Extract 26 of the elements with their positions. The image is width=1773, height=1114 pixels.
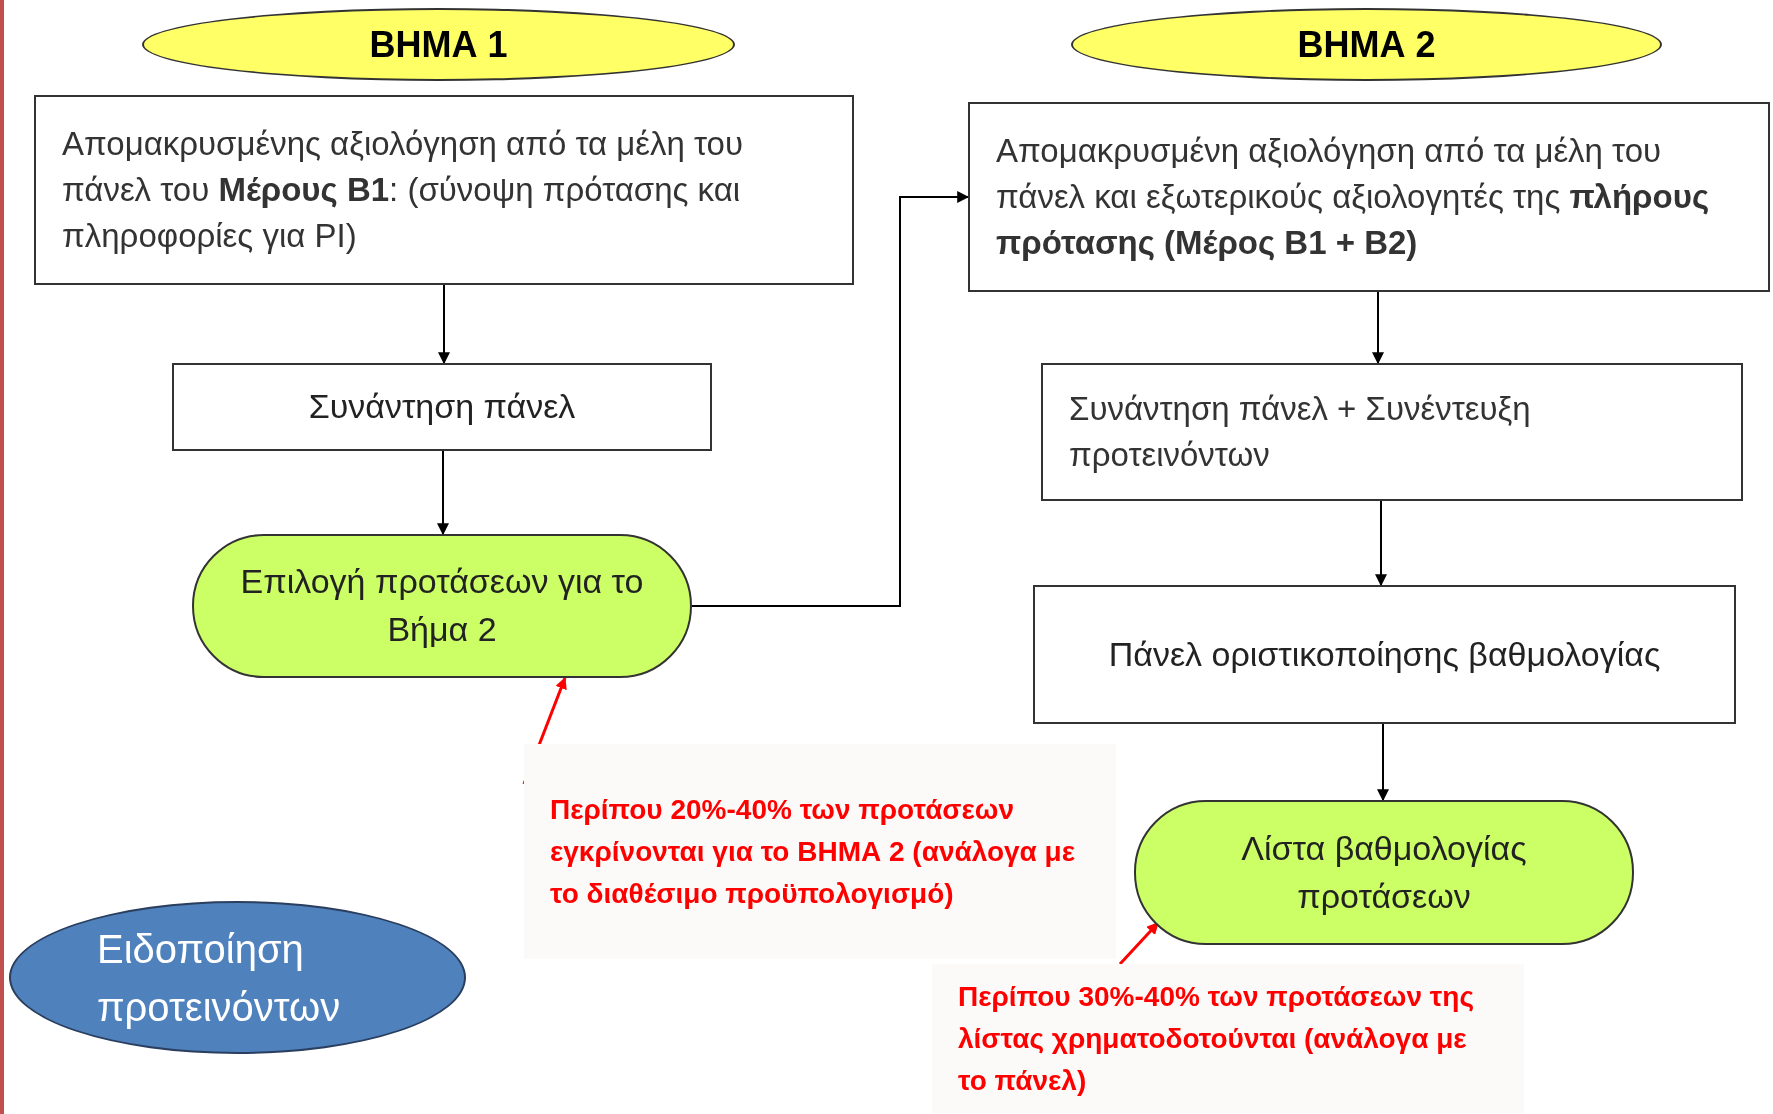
box-text: Απομακρυσμένη αξιολόγηση από τα μέλη του πάνελ και εξωτερικούς αξιολογητές της πλήρους πρότασης (Μέρος Β1 + Β2) (996, 130, 1711, 264)
note-text: Περίπου 30%-40% των προτάσεων της λίστας χρηματοδοτούνται (ανάλογα με το πάνελ) (958, 980, 1475, 1098)
process-box (34, 95, 854, 285)
process-box (172, 363, 712, 451)
arrow (691, 191, 970, 607)
arrow (1375, 500, 1387, 587)
arrow (1118, 922, 1160, 965)
note-panel (524, 744, 1116, 959)
arrow (1372, 291, 1384, 365)
step-heading: ΒΗΜΑ 1 (369, 23, 508, 66)
event-text: Ειδοποίηση προτεινόντων (97, 925, 342, 1031)
arrow (438, 284, 450, 365)
arrow (1377, 723, 1389, 802)
box-text: Απομακρυσμένης αξιολόγηση από τα μέλη του πάνελ του Μέρους Β1: (σύνοψη πρότασης και πληροφορίες για PI) (62, 123, 744, 257)
arrow (437, 450, 449, 536)
box-text: Συνάντηση πάνελ (308, 386, 576, 428)
terminal-text: Λίστα βαθμολογίας προτάσεων (1240, 827, 1528, 917)
terminal-text: Επιλογή προτάσεων για το Βήμα 2 (239, 561, 645, 650)
step-heading: ΒΗΜΑ 2 (1297, 23, 1436, 66)
box-text: Πάνελ οριστικοποίησης βαθμολογίας (1108, 633, 1661, 675)
process-box (1033, 585, 1736, 724)
process-box (1041, 363, 1743, 501)
note-panel (932, 964, 1524, 1114)
note-text: Περίπου 20%-40% των προτάσεων εγκρίνονται για το ΒΗΜΑ 2 (ανάλογα με το διαθέσιμο προϋπολογισμό) (550, 792, 1076, 911)
process-box (968, 102, 1770, 292)
box-text: Συνάντηση πάνελ + Συνέντευξη προτεινόντων (1069, 388, 1532, 475)
